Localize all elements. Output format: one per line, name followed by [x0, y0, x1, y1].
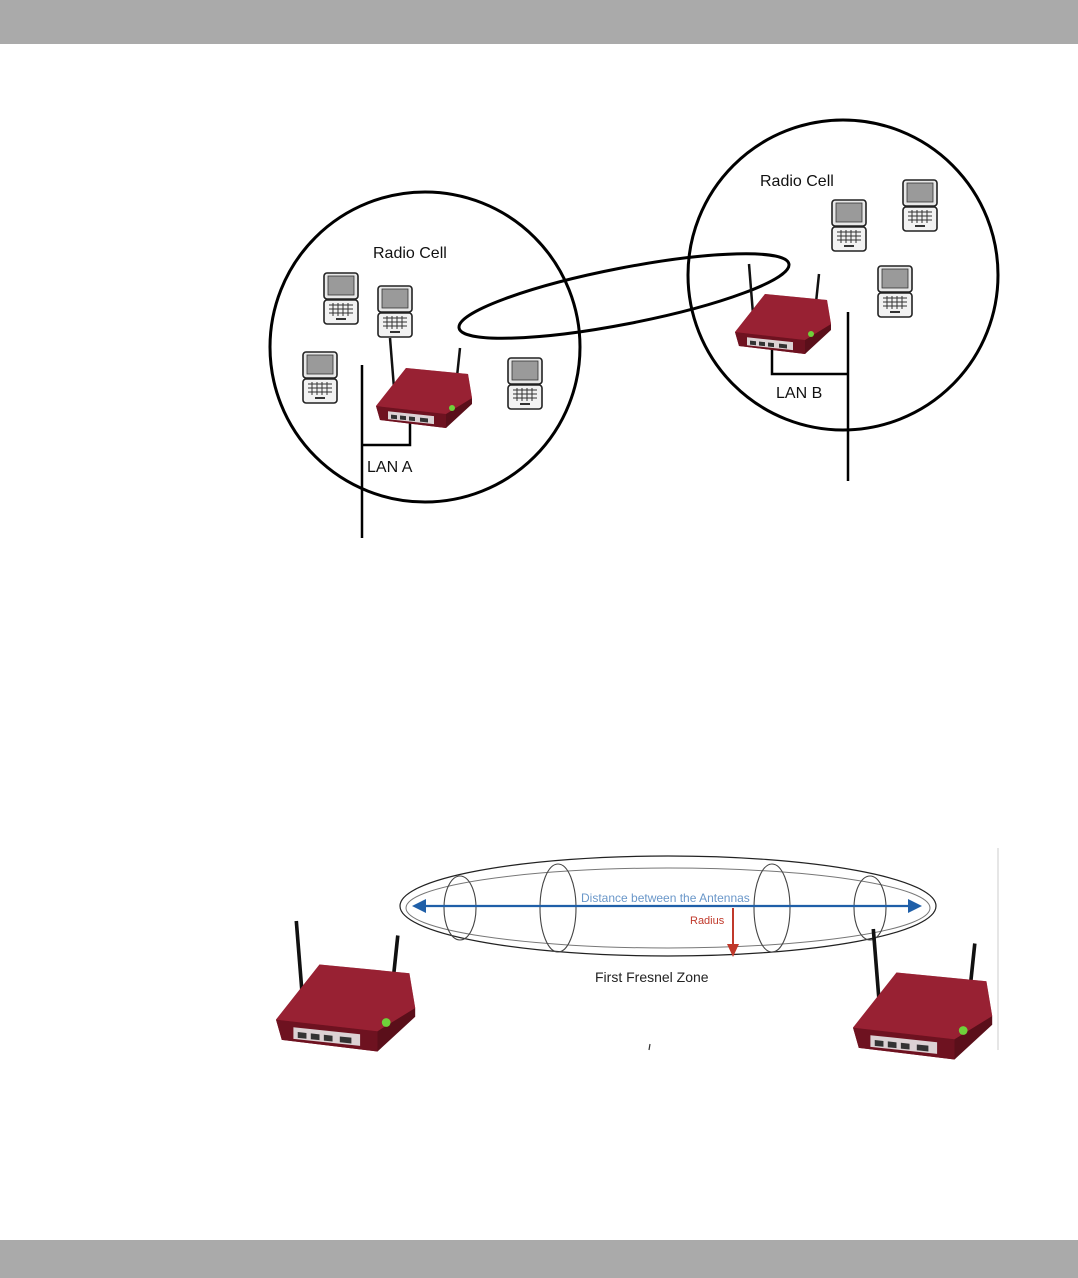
router-icon	[376, 338, 472, 428]
radio-cell-a-label: Radio Cell	[373, 245, 447, 262]
laptop-icon	[303, 352, 337, 403]
lan-a-label: LAN A	[367, 459, 413, 476]
laptop-icon	[903, 180, 937, 231]
laptop-icon	[378, 286, 412, 337]
laptop-icon	[832, 200, 866, 251]
router-icon	[853, 929, 992, 1060]
laptop-icon	[878, 266, 912, 317]
laptop-icon	[508, 358, 542, 409]
first-fresnel-zone-label: First Fresnel Zone	[595, 969, 709, 985]
distance-label: Distance between the Antennas	[581, 891, 750, 905]
lan-b-label: LAN B	[776, 385, 822, 402]
fresnel-zone-inner	[406, 868, 930, 948]
radio-cell-b-circle	[688, 120, 998, 430]
radio-cell-diagram: Radio Cell Radio Cell LAN A LAN B	[270, 120, 998, 538]
router-icon	[735, 264, 831, 354]
radius-arrow	[727, 908, 739, 957]
router-icon	[276, 921, 415, 1052]
zone-cross-sections	[444, 864, 886, 952]
radio-cell-a-circle	[270, 192, 580, 502]
radio-cell-b-label: Radio Cell	[760, 173, 834, 190]
laptop-icon	[324, 273, 358, 324]
fresnel-zone-diagram: Distance between the Antennas Radius Fir…	[276, 848, 998, 1060]
radius-label: Radius	[690, 915, 725, 927]
